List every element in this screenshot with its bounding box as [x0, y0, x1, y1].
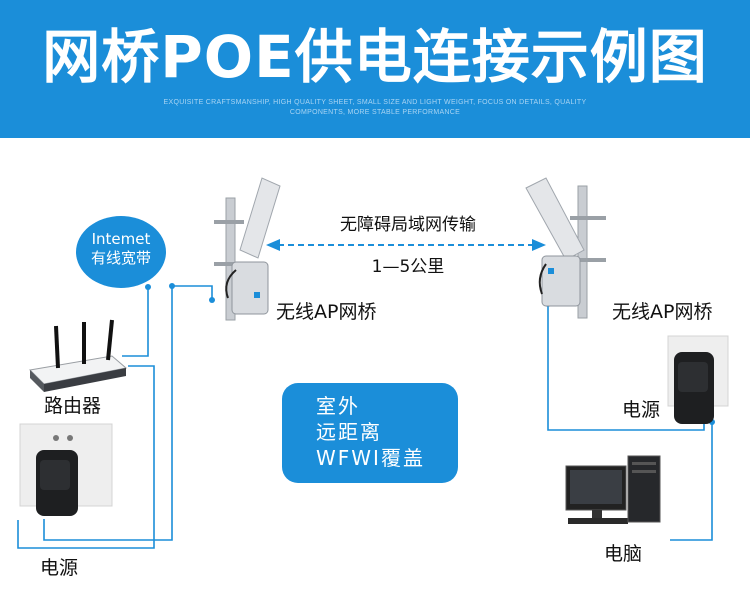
feature-outdoor: 室外	[316, 394, 360, 418]
cable-power-bridge-left	[43, 285, 213, 541]
feature-long-range: 远距离	[316, 420, 382, 444]
power-right-label: 电源	[622, 399, 661, 421]
bridge-left-label: 无线AP网桥	[276, 301, 377, 323]
header-banner: 网桥POE供电连接示例图 EXQUISITE CRAFTSMANSHIP, HI…	[0, 0, 750, 138]
bridge-right-icon	[525, 177, 606, 319]
cable-lines	[17, 285, 713, 549]
page-title: 网桥POE供电连接示例图	[42, 23, 708, 91]
computer-icon	[565, 455, 661, 524]
broadband-label: 有线宽带	[90, 249, 151, 267]
feature-box: 室外 远距离 WFWI覆盖	[282, 383, 458, 483]
bridge-right-label: 无线AP网桥	[612, 301, 713, 323]
internet-label: Intemet	[91, 230, 151, 248]
power-right-icon	[667, 335, 729, 424]
page-subtitle: EXQUISITE CRAFTSMANSHIP, HIGH QUALITY SH…	[163, 99, 587, 116]
lan-transmission-label: 无障碍局域网传输	[340, 215, 476, 235]
internet-badge: Intemet 有线宽带	[76, 216, 166, 288]
power-left-label: 电源	[40, 557, 79, 579]
link-info: 无障碍局域网传输 1—5公里	[268, 214, 548, 278]
power-left-icon	[19, 423, 113, 516]
cable-router-power	[17, 365, 155, 549]
router-label: 路由器	[44, 395, 102, 417]
cable-internet-router	[122, 287, 149, 357]
cable-power-computer	[670, 422, 713, 541]
router-icon	[28, 319, 128, 392]
distance-label: 1—5公里	[371, 257, 445, 277]
feature-wifi-coverage: WFWI覆盖	[316, 446, 425, 470]
wireless-link-arrow	[266, 239, 546, 251]
bridge-left-icon	[214, 177, 281, 321]
cable-bridge-right-power	[547, 304, 705, 431]
computer-label: 电脑	[604, 543, 643, 565]
